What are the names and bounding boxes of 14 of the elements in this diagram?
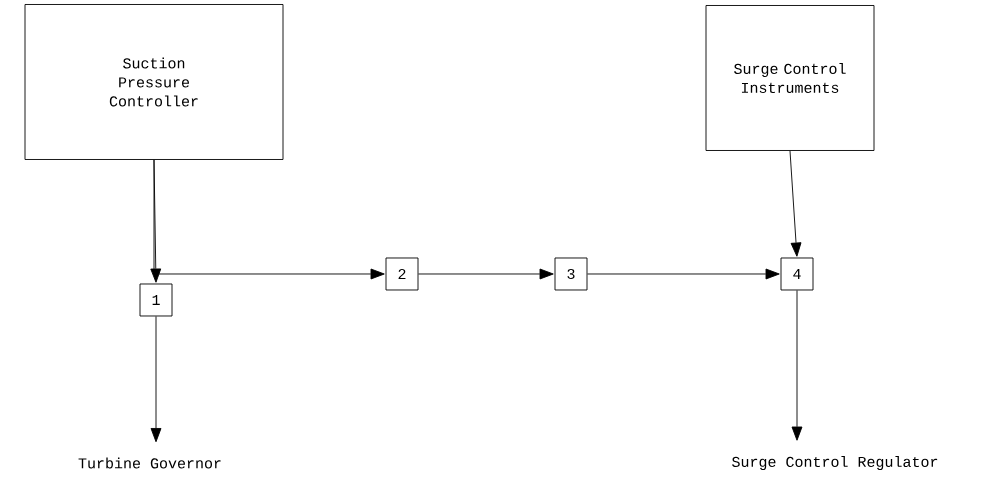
arrow <box>418 268 554 280</box>
arrow <box>150 316 162 443</box>
output-label: Surge Control Regulator <box>732 456 938 470</box>
arrow <box>153 159 385 280</box>
numbered-box: 3 <box>554 257 588 291</box>
arrow <box>791 290 803 441</box>
numbered-box: 2 <box>385 257 419 291</box>
arrow <box>789 150 802 257</box>
controller-box: Suction Pressure Controller <box>24 4 284 160</box>
numbered-box: 4 <box>780 257 814 291</box>
arrow <box>587 268 780 280</box>
numbered-box: 1 <box>139 283 173 317</box>
output-label: Turbine Governor <box>78 457 221 469</box>
controller-box: Surge Control Instruments <box>705 5 875 151</box>
